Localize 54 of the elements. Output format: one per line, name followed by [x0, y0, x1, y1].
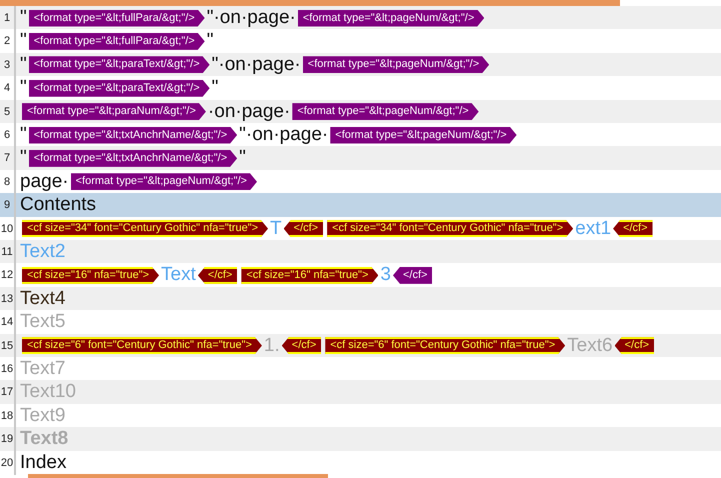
closing-tag: </cf>: [614, 337, 654, 354]
segment-text: ": [20, 77, 27, 100]
segment-text: ": [212, 77, 218, 100]
segment-text: "·on·page·: [206, 7, 296, 29]
inline-tag: <format type="&lt;txtAnchrName/&gt;"/>: [28, 126, 238, 144]
segment-text: Contents: [20, 194, 96, 216]
row-number: 20: [0, 450, 16, 475]
segment-text: T: [270, 218, 282, 240]
segment-text: ": [239, 147, 246, 170]
segment-text: Text4: [20, 288, 66, 310]
segment-text: Text2: [20, 241, 66, 263]
segment-text: ": [20, 7, 27, 29]
segment-text: 1.: [264, 334, 280, 357]
inline-tag: <format type="&lt;pageNum/&gt;"/>: [330, 126, 517, 144]
inline-tag: <format type="&lt;pageNum/&gt;"/>: [70, 173, 257, 190]
inline-tag: <cf size="34" font="Century Gothic" nfa="true">: [22, 220, 268, 238]
closing-tag: </cf>: [613, 220, 653, 238]
inline-tag: <cf size="6" font="Century Gothic" nfa="true">: [22, 337, 262, 354]
inline-tag: <format type="&lt;pageNum/&gt;"/>: [302, 56, 490, 74]
segment-text: ": [206, 30, 214, 52]
inline-tag: <format type="&lt;paraText/&gt;"/>: [28, 56, 210, 74]
segment-text: Text7: [20, 358, 66, 380]
inline-tag: <format type="&lt;txtAnchrName/&gt;"/>: [28, 150, 238, 167]
inline-tag: <format type="&lt;paraText/&gt;"/>: [28, 80, 210, 97]
segment-text: Text10: [20, 381, 76, 404]
segment-text: Text6: [567, 334, 613, 357]
segment-text: ": [20, 124, 27, 146]
inline-tag: <cf size="6" font="Century Gothic" nfa="true">: [325, 337, 566, 354]
inline-tag: <format type="&lt;paraNum/&gt;"/>: [22, 103, 206, 120]
segment-text: Text: [161, 264, 196, 286]
segment-text: Index: [20, 452, 66, 474]
segment-text: ": [20, 147, 27, 170]
segment-text: "·on·page·: [212, 54, 301, 76]
segment-text: 3: [380, 264, 391, 286]
inline-tag: <format type="&lt;fullPara/&gt;"/>: [28, 32, 205, 50]
segment-text: "·on·page·: [239, 124, 328, 146]
inline-tag: <format type="&lt;pageNum/&gt;"/>: [298, 10, 484, 26]
inline-tag: <cf size="34" font="Century Gothic" nfa="true">: [327, 220, 574, 238]
segment-text: ": [20, 30, 27, 52]
segment-text: page·: [20, 170, 69, 193]
segment-text: Text9: [20, 404, 66, 427]
closing-tag: </cf>: [284, 220, 324, 238]
inline-tag: <cf size="16" nfa="true">: [22, 266, 160, 284]
closing-tag: </cf>: [282, 337, 322, 354]
segment-text: Text5: [20, 311, 66, 334]
inline-tag: <format type="&lt;fullPara/&gt;"/>: [28, 10, 205, 26]
closing-tag: </cf>: [392, 266, 432, 284]
segment-text: ext1: [575, 218, 612, 240]
closing-tag: </cf>: [198, 266, 238, 284]
inline-tag: <format type="&lt;pageNum/&gt;"/>: [292, 103, 479, 120]
segment-text: Text8: [20, 428, 68, 450]
segment-text: ·on·page·: [208, 100, 290, 123]
segment-text: ": [20, 54, 27, 76]
inline-tag: <cf size="16" nfa="true">: [241, 266, 378, 284]
